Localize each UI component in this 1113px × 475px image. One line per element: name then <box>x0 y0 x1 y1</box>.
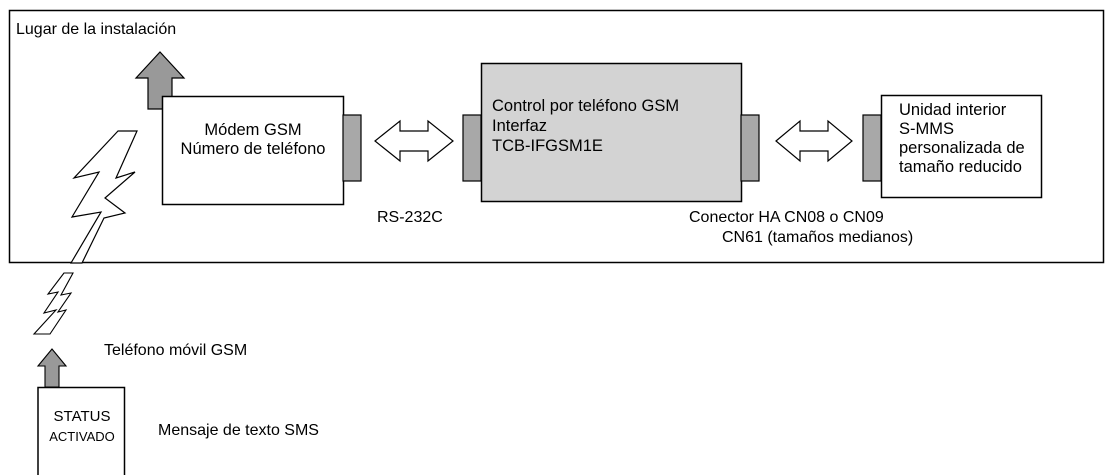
modem-connector <box>342 114 362 182</box>
controller-left-connector <box>462 114 482 182</box>
installation-site-frame <box>8 9 1105 264</box>
controller-label-line1: Control por teléfono GSM <box>492 97 680 115</box>
controller-right-connector <box>740 114 760 182</box>
mobile-phone-label: Teléfono móvil GSM <box>104 342 248 359</box>
modem-label-line1: Módem GSM <box>204 121 302 139</box>
controller-label-line3: TCB-IFGSM1E <box>492 137 603 155</box>
indoor-unit-box <box>880 94 1043 199</box>
gsm-modem-box <box>161 95 345 206</box>
indoor-unit-connector <box>862 114 882 182</box>
connector-label-line2: CN61 (tamaños medianos) <box>722 229 914 246</box>
gsm-controller-box <box>480 62 743 203</box>
mobile-signal-icon <box>32 272 74 335</box>
controller-label-line2: Interfaz <box>492 117 548 135</box>
ha-connector-double-arrow-icon <box>775 119 853 163</box>
mobile-phone-box <box>37 386 126 475</box>
installation-site-label: Lugar de la instalación <box>16 21 177 38</box>
indoor-unit-label-line3: personalizada de <box>899 139 1025 157</box>
indoor-unit-label-line2: S-MMS <box>899 120 954 138</box>
phone-up-arrow-icon <box>36 348 68 388</box>
connector-label-line1: Conector HA CN08 o CN09 <box>689 209 884 226</box>
rs232-double-arrow-icon <box>374 119 454 163</box>
phone-activated-text: ACTIVADO <box>49 429 115 444</box>
phone-status-text: STATUS <box>53 408 111 425</box>
sms-label: Mensaje de texto SMS <box>158 422 319 439</box>
indoor-unit-label-line4: tamaño reducido <box>899 158 1022 176</box>
modem-label-line2: Número de teléfono <box>180 140 326 158</box>
indoor-unit-label-line1: Unidad interior <box>899 101 1007 119</box>
rs232-label: RS-232C <box>377 209 443 226</box>
wireless-signal-icon <box>69 130 138 264</box>
